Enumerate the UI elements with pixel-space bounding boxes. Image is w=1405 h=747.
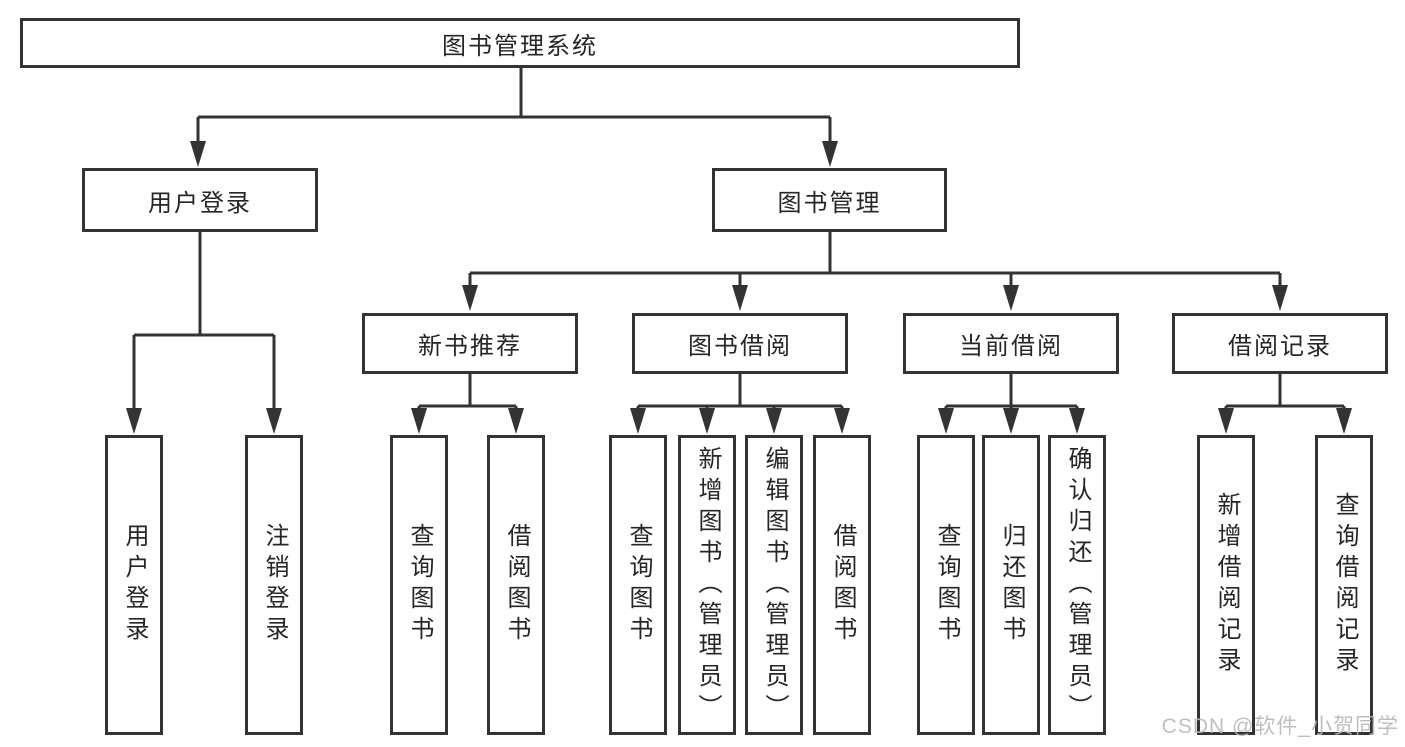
node-label: 图书管理系统 — [442, 32, 598, 60]
node-root: 图书管理系统 — [20, 18, 1020, 68]
leaf-label: 查询借阅记录 — [1331, 492, 1358, 678]
leaf-query-books-recommend: 查询图书 — [390, 435, 448, 735]
leaf-label: 查询图书 — [406, 523, 433, 647]
node-label: 图书管理 — [777, 189, 882, 217]
node-label: 当前借阅 — [959, 333, 1063, 360]
leaf-add-book-admin: 新增图书（管理员） — [678, 435, 736, 735]
leaf-add-borrow-record: 新增借阅记录 — [1197, 435, 1255, 735]
leaf-label: 借阅图书 — [503, 523, 530, 647]
leaf-label: 借阅图书 — [829, 523, 856, 647]
node-label: 借阅记录 — [1228, 333, 1332, 360]
leaf-label: 新增借阅记录 — [1213, 492, 1240, 678]
node-book-management: 图书管理 — [712, 168, 947, 232]
node-current-borrow: 当前借阅 — [903, 313, 1119, 374]
leaf-borrow-books-recommend: 借阅图书 — [487, 435, 545, 735]
leaf-label: 注销登录 — [261, 523, 288, 647]
leaf-label: 编辑图书（管理员） — [761, 445, 788, 725]
leaf-logout: 注销登录 — [245, 435, 303, 735]
leaf-label: 确认归还（管理员） — [1064, 445, 1091, 725]
node-user-login: 用户登录 — [82, 168, 318, 232]
node-label: 新书推荐 — [418, 333, 522, 360]
leaf-borrow-books: 借阅图书 — [813, 435, 871, 735]
leaf-label: 查询图书 — [933, 523, 960, 647]
leaf-label: 新增图书（管理员） — [694, 445, 721, 725]
leaf-label: 用户登录 — [121, 523, 148, 647]
leaf-edit-book-admin: 编辑图书（管理员） — [745, 435, 803, 735]
node-borrow-records: 借阅记录 — [1172, 313, 1388, 374]
leaf-query-books-borrow: 查询图书 — [609, 435, 667, 735]
arrowhead-icons — [126, 141, 1352, 434]
leaf-query-books-current: 查询图书 — [917, 435, 975, 735]
leaf-confirm-return-admin: 确认归还（管理员） — [1048, 435, 1106, 735]
leaf-user-login: 用户登录 — [105, 435, 163, 735]
leaf-return-book: 归还图书 — [982, 435, 1040, 735]
leaf-label: 查询图书 — [625, 523, 652, 647]
node-label: 图书借阅 — [688, 333, 792, 360]
node-label: 用户登录 — [148, 189, 252, 217]
node-book-borrow: 图书借阅 — [632, 313, 848, 374]
leaf-query-borrow-record: 查询借阅记录 — [1315, 435, 1373, 735]
node-new-book-recommend: 新书推荐 — [362, 313, 578, 374]
leaf-label: 归还图书 — [998, 523, 1025, 647]
